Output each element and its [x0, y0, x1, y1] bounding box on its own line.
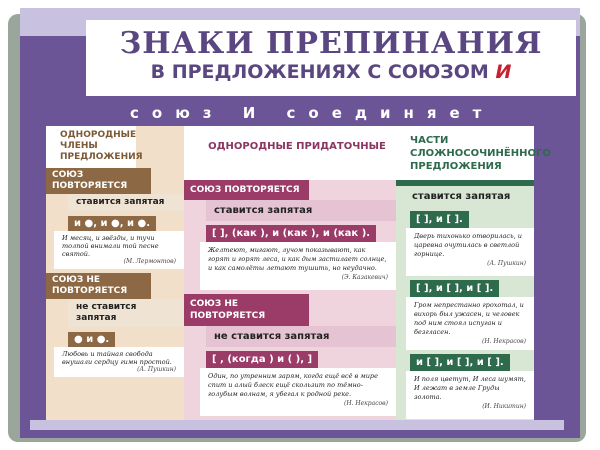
formula: и [ ], и [ ], и [ ].	[410, 354, 510, 371]
example: Желтеют, мигают, лучом показывают, как г…	[200, 242, 396, 290]
subtitle-strip: союз И соединяет	[130, 104, 495, 122]
example-text: Один, по утренним зарям, когда ещё всё в…	[208, 372, 378, 398]
formula: [ ], и [ ].	[410, 211, 469, 228]
formula: [ ], (как ), и (как ), и (как ).	[206, 225, 377, 242]
rule-label: не ставится запятая	[68, 299, 184, 327]
title-union: И	[495, 61, 512, 83]
column-header: ОДНОРОДНЫЕ ПРИДАТОЧНЫЕ	[184, 126, 396, 180]
column-header: ЧАСТИ СЛОЖНОСОЧИНЁННОГО ПРЕДЛОЖЕНИЯ	[396, 126, 551, 180]
title-line1: ЗНАКИ ПРЕПИНАНИЯ	[119, 26, 543, 61]
example: Любовь и тайная свобода внушали сердцу г…	[54, 347, 184, 377]
rule-label: ставится запятая	[68, 194, 184, 211]
example-source: (М. Лермонтов)	[123, 258, 176, 265]
example: Один, по утренним зарям, когда ещё всё в…	[200, 368, 396, 416]
example-text: Любовь и тайная свобода внушали сердцу г…	[62, 350, 172, 366]
case-label: СОЮЗ НЕ ПОВТОРЯЕТСЯ	[46, 273, 151, 299]
example: Дверь тихонько отворилась, и царевна очу…	[406, 228, 534, 276]
example-source: (Э. Казакевич)	[341, 274, 388, 281]
example-source: (И. Никитин)	[482, 403, 526, 410]
example-text: Дверь тихонько отворилась, и царевна очу…	[414, 232, 522, 258]
rule-label: ставится запятая	[404, 186, 534, 207]
example-source: (А. Пушкин)	[487, 260, 526, 267]
title-line2: В ПРЕДЛОЖЕНИЯХ С СОЮЗОМ И	[86, 61, 576, 83]
example: И поля цветут, И леса шумят, И лежат в з…	[406, 371, 534, 419]
example-text: И поля цветут, И леса шумят, И лежат в з…	[414, 375, 526, 401]
formula: [ ], и [ ], и [ ].	[410, 280, 500, 297]
formula: и ●, и ●, и ●.	[68, 216, 157, 231]
formula: ● и ●.	[68, 332, 116, 347]
poster-bottom-band	[30, 420, 564, 430]
case-label: СОЮЗ ПОВТОРЯЕТСЯ	[46, 168, 151, 194]
case-label: СОЮЗ НЕ ПОВТОРЯЕТСЯ	[184, 294, 309, 326]
column-header: ОДНОРОДНЫЕ ЧЛЕНЫ ПРЕДЛОЖЕНИЯ	[46, 126, 143, 168]
example-text: И месяц, и звёзды, и тучи толпой внимали…	[62, 234, 159, 258]
example-text: Желтеют, мигают, лучом показывают, как г…	[208, 246, 387, 272]
column-homogeneous-clauses: ОДНОРОДНЫЕ ПРИДАТОЧНЫЕ СОЮЗ ПОВТОРЯЕТСЯ …	[184, 126, 396, 420]
column-divider	[396, 180, 534, 186]
rule-label: не ставится запятая	[206, 326, 396, 347]
rule-label: ставится запятая	[206, 200, 396, 221]
example-source: (Н. Некрасов)	[344, 400, 388, 407]
title-text: В ПРЕДЛОЖЕНИЯХ С СОЮЗОМ	[150, 61, 489, 83]
example-source: (Н. Некрасов)	[482, 338, 526, 345]
case-label: СОЮЗ ПОВТОРЯЕТСЯ	[184, 180, 309, 200]
poster-title: ЗНАКИ ПРЕПИНАНИЯ В ПРЕДЛОЖЕНИЯХ С СОЮЗОМ…	[86, 20, 576, 96]
example-source: (А. Пушкин)	[137, 366, 176, 373]
formula: [ , (когда ) и ( ), ]	[206, 351, 319, 368]
example-text: Гром непрестанно грохотал, и вихорь был …	[414, 301, 524, 336]
column-homogeneous-members: ОДНОРОДНЫЕ ЧЛЕНЫ ПРЕДЛОЖЕНИЯ СОЮЗ ПОВТОР…	[46, 126, 184, 420]
example: И месяц, и звёзды, и тучи толпой внимали…	[54, 231, 184, 269]
column-compound-sentence: ЧАСТИ СЛОЖНОСОЧИНЁННОГО ПРЕДЛОЖЕНИЯ став…	[396, 126, 551, 420]
example: Гром непрестанно грохотал, и вихорь был …	[406, 297, 534, 350]
